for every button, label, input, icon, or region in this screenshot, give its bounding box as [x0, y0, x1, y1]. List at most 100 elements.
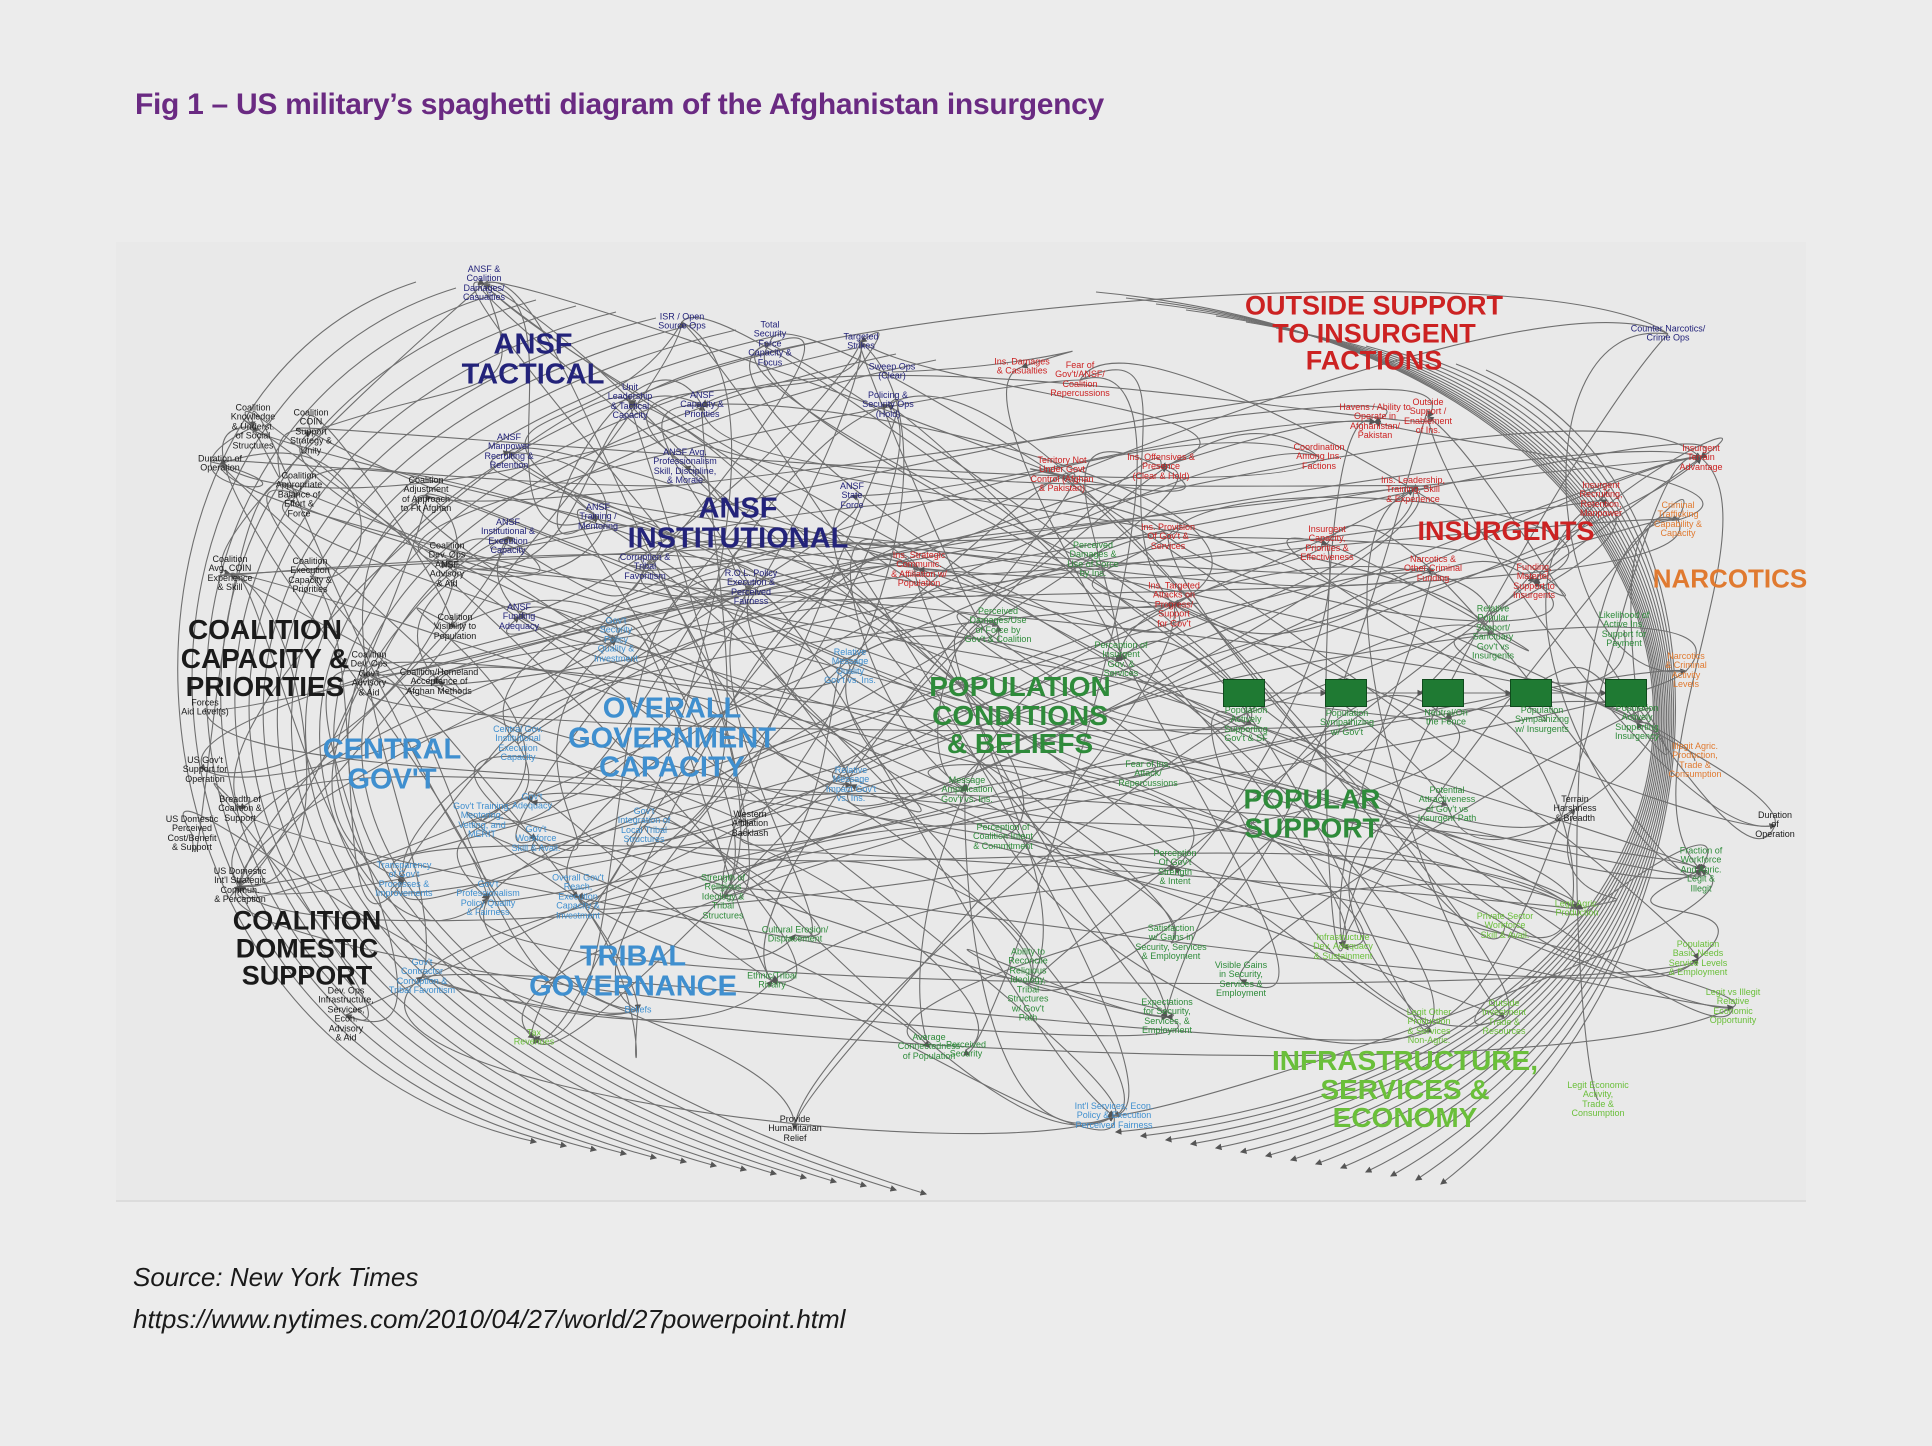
diagram-node: Coalition Execution Capacity & Prioritie…	[288, 556, 332, 595]
diagram-node: Ins. Provision Of Gov't & Services	[1140, 521, 1196, 551]
diagram-node: ANSF Capacity & Priorities	[680, 389, 724, 419]
diagram-node: Narcotics & Other Criminal Funding	[1403, 553, 1463, 583]
diagram-node: Coalition Appropriate Balance of Effort …	[275, 470, 323, 519]
diagram-node: Ethnic/Tribal Rivalry	[747, 970, 797, 990]
figure-title: Fig 1 – US military’s spaghetti diagram …	[135, 88, 1104, 121]
cluster-coalition-capacity: COALITION CAPACITY & PRIORITIES	[180, 614, 350, 703]
diagram-node: Total Security Force Capacity & Focus	[748, 319, 792, 368]
diagram-node: ANSF Manpower Recruiting & Retention	[484, 432, 534, 471]
diagram-node: Relative Message Quality Gov't vs. Ins.	[824, 647, 876, 686]
diagram-node: Coalition Dev. Ops Gov't Advisory & Aid	[350, 649, 388, 698]
diagram-node: Perception Of Gov't Strength & Intent	[1153, 848, 1197, 887]
diagram-node: Coalition Adjustment of Approach to Fit …	[400, 475, 452, 514]
stock-box-active-gov	[1223, 679, 1265, 707]
diagram-node: Sweep Ops (Clear)	[868, 361, 916, 381]
diagram-node: Population Actively Supporting Gov't & S…	[1224, 705, 1268, 744]
source-url: https://www.nytimes.com/2010/04/27/world…	[133, 1304, 846, 1334]
diagram-node: Coalition/Homeland Acceptance of Afghan …	[399, 666, 479, 696]
diagram-node: Unit Leadership & Tactical Capacity	[607, 382, 653, 421]
cluster-tribal-governance: TRIBAL GOVERNANCE	[529, 940, 737, 1002]
diagram-node: Coalition Knowledge & Underst. of Social…	[230, 402, 276, 451]
diagram-node: Insurgent Terrain Advantage	[1679, 442, 1723, 472]
diagram-node: Perception of Coalition Intent & Commitm…	[972, 821, 1034, 851]
diagram-node: Legit Economic Activity, Trade & Consump…	[1567, 1080, 1629, 1119]
diagram-node: Population Sympathizing w/ Gov't	[1319, 707, 1375, 737]
diagram-node: Duration of Operation	[1755, 809, 1795, 839]
diagram-node: Gov't Adequacy	[511, 791, 553, 811]
diagram-node: ANSF Institutional & Execution Capacity	[480, 517, 536, 556]
diagram-node: Gov't Workforce Skill & Avail.	[511, 823, 561, 853]
spaghetti-diagram: ANSF TACTICAL ANSF INSTITUTIONAL COALITI…	[116, 242, 1808, 1202]
diagram-node: Transparency of Gov't Processes & Improv…	[375, 860, 433, 899]
diagram-node: US Domestic Perceived Cost/Benefit & Sup…	[165, 814, 219, 853]
diagram-node: Dev. Ops Infrastructure, Services, Econ.…	[318, 985, 374, 1043]
diagram-node: Visible Gains in Security, Services & Em…	[1214, 960, 1268, 999]
diagram-node: Coordination Among Ins. Factions	[1293, 441, 1345, 471]
diagram-node: Criminal Trafficking Capability & Capaci…	[1653, 500, 1703, 539]
diagram-node: Western Affiliation Backlash	[731, 808, 769, 838]
diagram-node: US Gov't Support for Operation	[182, 754, 228, 784]
diagram-node: Infrastructure Dev. Adequacy & Sustainme…	[1313, 931, 1373, 961]
diagram-node: Average Connectedness of Population	[897, 1031, 961, 1061]
diagram-arrows	[177, 278, 1777, 1196]
diagram-node: Overall Gov't Reach, Execution Capacity …	[552, 872, 604, 921]
source-credit: Source: New York Times	[133, 1262, 419, 1292]
diagram-node: Perceived Damages & Use of Force by Ins.	[1067, 540, 1119, 579]
stock-box-sympathize-gov	[1325, 679, 1367, 707]
diagram-node: Likelihood of Active Ins. Support for Pa…	[1598, 610, 1650, 649]
diagram-node: Ins. Offensives & Presence (Clear & Hold…	[1127, 451, 1195, 481]
diagram-node: Neutral/On the Fence	[1424, 707, 1468, 727]
diagram-node: Breadth of Coalition & Support	[218, 793, 262, 823]
cluster-insurgents: INSURGENTS	[1417, 516, 1595, 547]
cluster-narcotics: NARCOTICS	[1652, 563, 1808, 594]
diagram-node: Message Amplification Gov't vs. Ins.	[941, 774, 993, 804]
diagram-node: Fear of Ins. Attack/ Repercussions	[1118, 758, 1178, 788]
diagram-node: Funding, Materiel, Support to Insurgents	[1512, 562, 1556, 601]
diagram-node: ANSF State Force	[839, 480, 865, 510]
diagram-node: ANSF Training / Mentoring	[577, 501, 619, 531]
diagram-node: Fraction of Workforce And Agric. Legit &…	[1679, 845, 1723, 894]
diagram-node: Corruption & Tribal Favoritism	[619, 551, 671, 581]
diagram-node: Legit Agric. Production	[1554, 898, 1600, 918]
diagram-node: Expectations for Security, Services, & E…	[1141, 997, 1193, 1036]
diagram-node: Provide Humanitarian Relief	[768, 1113, 822, 1143]
diagram-node: Relative Popular Support/ Sanctuary Gov'…	[1471, 603, 1515, 661]
cluster-overall-government: OVERALL GOVERNMENT CAPACITY	[568, 692, 776, 784]
cluster-coalition-domestic: COALITION DOMESTIC SUPPORT	[232, 905, 382, 991]
diagram-node: Perceived Damages/Use of Force by Gov't …	[964, 606, 1032, 645]
diagram-node: Insurgent Capacity, Priorities & Effecti…	[1300, 524, 1354, 563]
diagram-node: Legit Other Production & Services Non-Ag…	[1406, 1007, 1452, 1046]
diagram-node: Population Actively Supporting Insurgenc…	[1614, 703, 1660, 742]
diagram-node: Perceived Security	[945, 1039, 987, 1059]
diagram-node: Ability to Reconcile Religious Ideology,…	[1007, 946, 1049, 1023]
diagram-node: Beliefs	[624, 1004, 652, 1015]
diagram-node: ANSF Avg. Professionalism Skill, Discipl…	[653, 447, 717, 486]
diagram-node: Ins. Targeted Attacks on Progress/ Suppo…	[1148, 580, 1200, 629]
stock-box-neutral	[1422, 679, 1464, 707]
diagram-node: Legit vs Illegit Relative Economic Oppor…	[1705, 987, 1761, 1026]
diagram-node: Gov't Professionalism Policy Quality & F…	[456, 879, 520, 918]
diagram-node: Coalition Avg. COIN Experience & Skill	[207, 554, 253, 593]
diagram-node: Gov't Contractor Corruption & Tribal Fav…	[388, 957, 456, 996]
diagram-node: Policing & Security Ops (Hold)	[862, 389, 914, 419]
diagram-node: Population Sympathizing w/ Insurgents	[1514, 704, 1570, 734]
diagram-node: Relative Message Impact Gov't vs. Ins.	[825, 765, 877, 804]
diagram-node: Gov't Integration of Local Tribal Struct…	[617, 806, 671, 845]
diagram-node: Coalition Visibility to Population	[433, 611, 477, 641]
diagram-node: Duration of Operation	[197, 453, 243, 473]
diagram-node: Fear of Gov't/ANSF/ Coalition Repercussi…	[1050, 360, 1110, 399]
diagram-node: Outside Support / Enablement of Ins.	[1403, 397, 1453, 436]
diagram-node: Outside Investment Trade & Resources	[1481, 998, 1527, 1037]
diagram-node: Potential Attractiveness of Gov't vs Ins…	[1417, 785, 1477, 824]
diagram-node: Gov't Training, Mentoring, Vetting, and …	[453, 801, 511, 840]
diagram-node: Terrain Harshness & Breadth	[1553, 793, 1597, 823]
cluster-central-govt: CENTRAL GOV'T	[322, 733, 462, 795]
diagram-node: Coalition Dev. Ops ANSF Advisory & Aid	[428, 540, 466, 589]
diagram-node: Counter Narcotics/ Crime Ops	[1630, 323, 1706, 343]
diagram-node: Havens / Ability to Operate in Afghanist…	[1339, 402, 1411, 441]
diagram-node: R.O.L. Policy Execution & Perceived Fair…	[724, 568, 778, 607]
diagram-node: Illegit Agric. Production, Trade & Consu…	[1668, 741, 1722, 780]
diagram-node: Gov't Security Policy Quality & Investme…	[593, 615, 639, 664]
diagram-node: Narcotics & Criminal Activity Levels	[1665, 651, 1707, 690]
diagram-node: Population Basic Needs Service Levels & …	[1668, 939, 1728, 978]
